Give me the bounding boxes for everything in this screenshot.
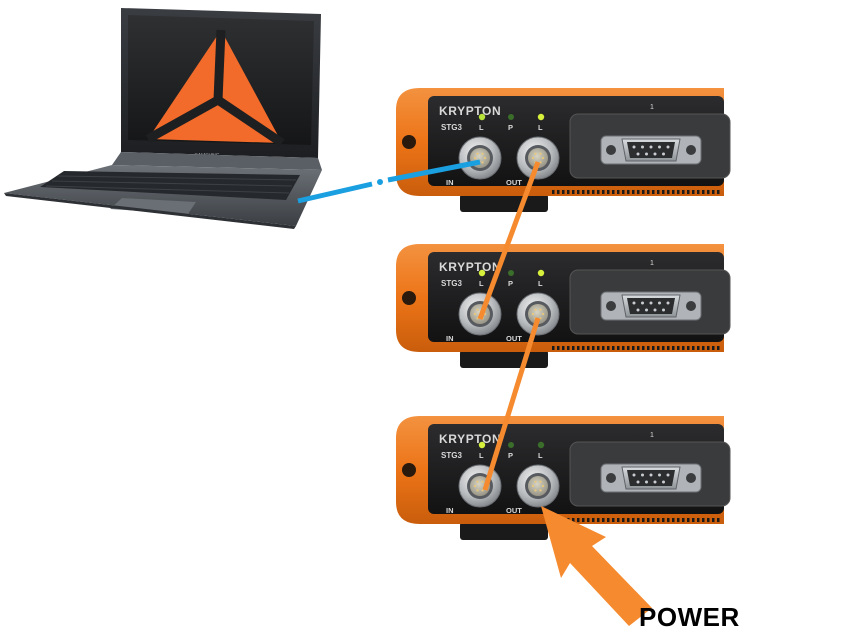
krypton-module-2: KRYPTON STG3 L P L IN OUT 1 (396, 244, 731, 368)
port-in-label: IN (446, 506, 454, 515)
status-led-left (478, 441, 486, 449)
channel-number-label: 1 (650, 104, 654, 111)
port-out-connector[interactable] (516, 464, 560, 508)
status-led-right (537, 269, 545, 277)
mounting-hole (402, 135, 416, 149)
led-label-power: P (508, 279, 513, 288)
status-led-left (478, 269, 486, 277)
led-label-left: L (479, 279, 484, 288)
module-foot (460, 522, 548, 540)
module-ridges (552, 346, 720, 350)
power-arrow (541, 506, 652, 626)
status-led-power (508, 114, 514, 120)
laptop-front-edge (4, 193, 296, 229)
mounting-hole (402, 463, 416, 477)
module-ridges (552, 190, 720, 194)
status-led-right (537, 113, 545, 121)
laptop-hinge (112, 152, 322, 170)
channel-number-label: 1 (650, 260, 654, 267)
led-label-right: L (538, 451, 543, 460)
status-led-left (478, 113, 486, 121)
port-in-label: IN (446, 334, 454, 343)
port-out-label: OUT (506, 506, 522, 515)
module-model-label: STG3 (441, 123, 462, 132)
krypton-module-1: KRYPTON STG3 L P L IN OUT 1 (396, 88, 731, 212)
port-out-connector[interactable] (516, 136, 560, 180)
led-label-power: P (508, 123, 513, 132)
led-label-left: L (479, 123, 484, 132)
module-brand-label: KRYPTON (439, 432, 501, 446)
module-foot (460, 350, 548, 368)
ethernet-cable-segment-2 (387, 159, 481, 183)
power-arrow-icon (541, 506, 652, 626)
channel-number-label: 1 (650, 432, 654, 439)
led-label-left: L (479, 451, 484, 460)
ethercat-cable-2-to-3 (482, 317, 541, 491)
module-foot (460, 194, 548, 212)
status-led-right (537, 441, 545, 449)
ethercat-cable-1-to-2 (477, 161, 541, 320)
port-in-connector[interactable] (458, 136, 502, 180)
led-label-right: L (538, 279, 543, 288)
port-in-label: IN (446, 178, 454, 187)
dewesoft-triangle-logo (145, 29, 285, 147)
port-out-connector[interactable] (516, 292, 560, 336)
laptop-keyboard (40, 171, 300, 200)
module-brand-label: KRYPTON (439, 260, 501, 274)
power-label: POWER (639, 602, 740, 632)
krypton-module-3: KRYPTON STG3 L P L IN OUT 1 (396, 416, 731, 540)
port-out-label: OUT (506, 334, 522, 343)
port-out-label: OUT (506, 178, 522, 187)
led-label-right: L (538, 123, 543, 132)
dsub-connector[interactable] (600, 291, 702, 321)
module-brand-label: KRYPTON (439, 104, 501, 118)
keyboard-keys (45, 175, 297, 194)
status-led-power (508, 270, 514, 276)
module-model-label: STG3 (441, 279, 462, 288)
port-in-connector[interactable] (458, 464, 502, 508)
dsub-connector[interactable] (600, 463, 702, 493)
ethernet-cable-dot (377, 179, 383, 185)
cables (297, 159, 541, 491)
status-led-power (508, 442, 514, 448)
mounting-hole (402, 291, 416, 305)
laptop-illustration: SAMSUNG (4, 8, 322, 229)
dsub-connector[interactable] (600, 135, 702, 165)
led-label-power: P (508, 451, 513, 460)
ethernet-cable-segment-1 (297, 181, 373, 204)
module-model-label: STG3 (441, 451, 462, 460)
